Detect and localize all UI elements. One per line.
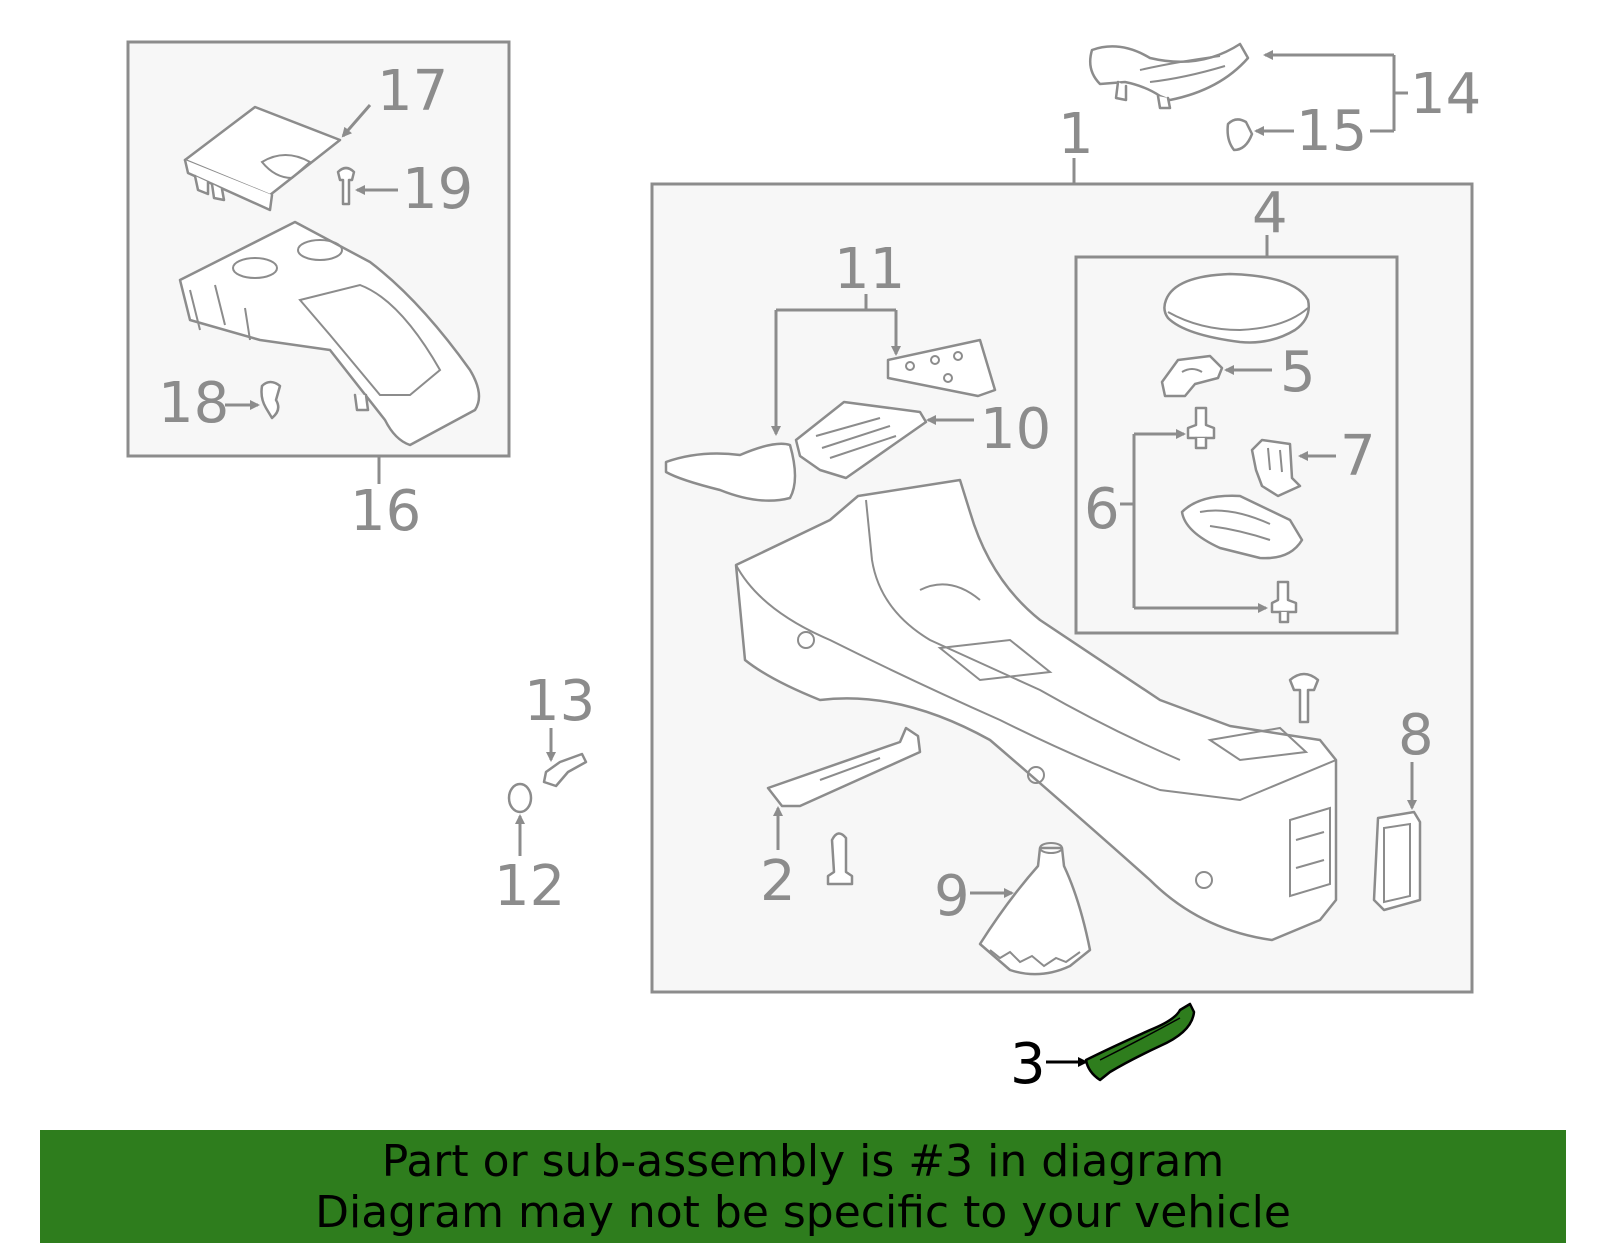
label-7[interactable]: 7 [1340,424,1376,489]
label-13[interactable]: 13 [524,669,595,734]
part-18-clip[interactable] [260,380,282,420]
label-8[interactable]: 8 [1398,703,1434,768]
info-banner: Part or sub-assembly is #3 in diagram Di… [40,1130,1566,1243]
part-5-latch[interactable] [1160,354,1224,398]
label-5[interactable]: 5 [1280,340,1316,405]
console-screw[interactable] [1288,672,1320,724]
label-19[interactable]: 19 [402,157,473,222]
part-6-screw-bottom[interactable] [1270,580,1298,624]
part-8-cover[interactable] [1372,810,1422,912]
label-14[interactable]: 14 [1410,62,1481,127]
part-11-panel-lower[interactable] [664,442,797,502]
part-10-bracket[interactable] [794,400,928,480]
part-3-highlighted[interactable] [1084,1002,1196,1082]
part-13-bolt[interactable] [542,752,588,788]
label-2[interactable]: 2 [760,849,796,914]
label-4[interactable]: 4 [1252,181,1288,246]
part-6-screw-top[interactable] [1186,406,1216,450]
label-17[interactable]: 17 [377,59,448,124]
label-6[interactable]: 6 [1084,477,1120,542]
banner-line-1: Part or sub-assembly is #3 in diagram [381,1136,1225,1187]
armrest-base [1180,494,1304,560]
part-7-hinge[interactable] [1250,438,1302,498]
part-2-bracket[interactable] [766,726,922,808]
label-1[interactable]: 1 [1058,102,1094,167]
label-18[interactable]: 18 [158,371,229,436]
label-10[interactable]: 10 [980,397,1051,462]
part-12-plug[interactable] [507,782,533,814]
console-body [734,478,1338,942]
label-9[interactable]: 9 [934,864,970,929]
part-11-panel-upper[interactable] [886,338,997,398]
armrest-lid [1163,272,1310,344]
banner-line-2: Diagram may not be specific to your vehi… [315,1187,1291,1238]
label-15[interactable]: 15 [1296,99,1367,164]
part-15-clip[interactable] [1226,118,1254,152]
part-14-shift-bezel[interactable] [1089,42,1250,110]
label-12[interactable]: 12 [494,854,565,919]
bracket-screw[interactable] [826,832,854,886]
label-3[interactable]: 3 [1010,1032,1046,1097]
part-17-lid[interactable] [183,105,342,212]
cup-holder-body [178,220,481,447]
label-16[interactable]: 16 [350,479,421,544]
part-19-clip[interactable] [336,166,356,206]
label-11[interactable]: 11 [834,237,905,302]
part-9-shift-boot[interactable] [978,842,1092,976]
